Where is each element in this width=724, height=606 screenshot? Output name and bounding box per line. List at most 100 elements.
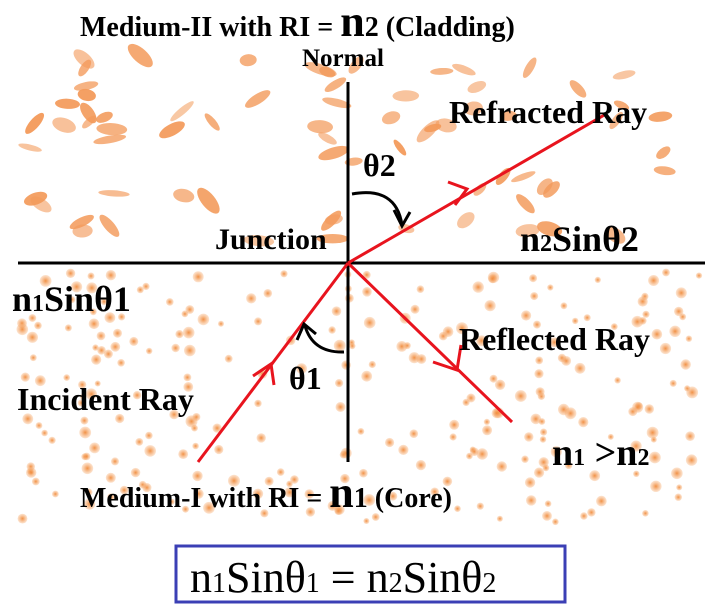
core-particle [228,474,240,487]
core-particle [184,344,196,357]
core-particle [403,342,411,350]
core-particle [34,375,46,387]
core-particle [305,507,316,517]
core-particle [39,275,52,287]
core-particle [328,326,336,334]
theta1-arrowhead [295,321,317,341]
medium-1-title: Medium-I with RI = n1 (Core) [80,468,452,517]
core-particle [633,470,640,477]
core-particle [578,417,589,428]
core-particle [192,470,203,482]
core-particle [476,335,487,347]
core-particle [675,287,687,299]
core-particle [583,314,591,322]
cladding-speck [98,190,130,197]
core-particle [669,379,677,387]
core-particle [81,462,94,475]
core-particle [454,505,461,512]
cladding-speck [648,111,673,122]
core-particle [674,493,682,501]
core-particle [610,323,618,330]
core-particle [544,500,552,508]
core-particle [524,432,534,442]
core-particle [79,426,92,439]
core-particle [183,373,192,382]
cladding-speck [96,111,113,123]
core-particle [540,428,548,436]
cladding-speck [30,196,52,213]
formula-box [174,544,567,604]
cladding-speck [173,188,195,203]
cladding-speck [204,113,220,131]
core-particle [674,306,684,317]
core-particle [117,359,125,367]
core-particle [539,436,547,443]
core-particle [535,387,545,397]
core-particle [552,518,559,526]
cladding-speck [457,212,475,229]
cladding-speck [316,234,349,244]
core-particle [530,413,542,425]
core-particle [385,437,395,448]
core-particle [594,276,601,283]
core-particle [135,438,144,446]
core-particle [284,487,295,498]
core-particle [359,468,368,478]
core-particle [650,480,662,492]
core-particle [84,498,96,510]
core-particle [254,317,263,326]
core-particle [82,452,91,461]
core-particle [146,347,153,355]
cladding-speck [245,90,271,108]
core-particle [218,320,224,327]
core-particle [31,477,40,486]
cladding-speck [435,118,457,133]
core-particle [409,429,419,439]
cladding-speck [170,101,194,122]
core-particle [29,354,37,362]
core-particle [85,488,93,496]
core-particle [521,310,532,321]
cladding-speck [511,171,536,183]
core-particle [118,313,126,321]
core-particle [92,344,99,351]
cladding-speck [537,221,563,237]
core-particle [48,436,56,444]
cladding-speck [55,98,80,109]
n1-greater-n2-label: n1 >n2 [552,432,649,474]
core-particle [212,423,222,433]
core-particle [496,515,503,522]
core-particle [470,447,479,457]
cladding-speck [516,194,535,214]
core-particle [596,495,607,507]
core-particle [77,399,86,407]
core-particle [16,323,29,336]
core-particle [94,380,101,387]
core-particle [254,399,262,408]
core-particle [168,498,175,505]
core-particle [263,289,273,298]
core-particle [410,304,420,314]
core-particle [335,379,344,388]
cladding-speck [515,224,540,238]
core-particle [335,402,346,412]
cladding-speck [99,214,120,237]
core-particle [203,501,215,514]
reflected-ray-label: Reflected Ray [459,321,650,357]
core-particle [466,393,476,403]
core-particle [175,330,184,339]
core-particle [171,343,180,353]
cladding-speck [93,134,127,145]
cladding-speck [430,67,454,75]
cladding-speck [612,70,636,80]
core-particle [327,500,338,511]
core-particle [529,274,538,283]
core-particle [169,409,179,420]
cladding-speck [522,57,537,78]
cladding-speck [569,80,587,98]
core-particle [639,317,647,325]
core-particle [89,308,97,316]
refracted-ray [347,112,607,265]
core-particle [17,513,28,524]
cladding-speck [653,166,676,176]
